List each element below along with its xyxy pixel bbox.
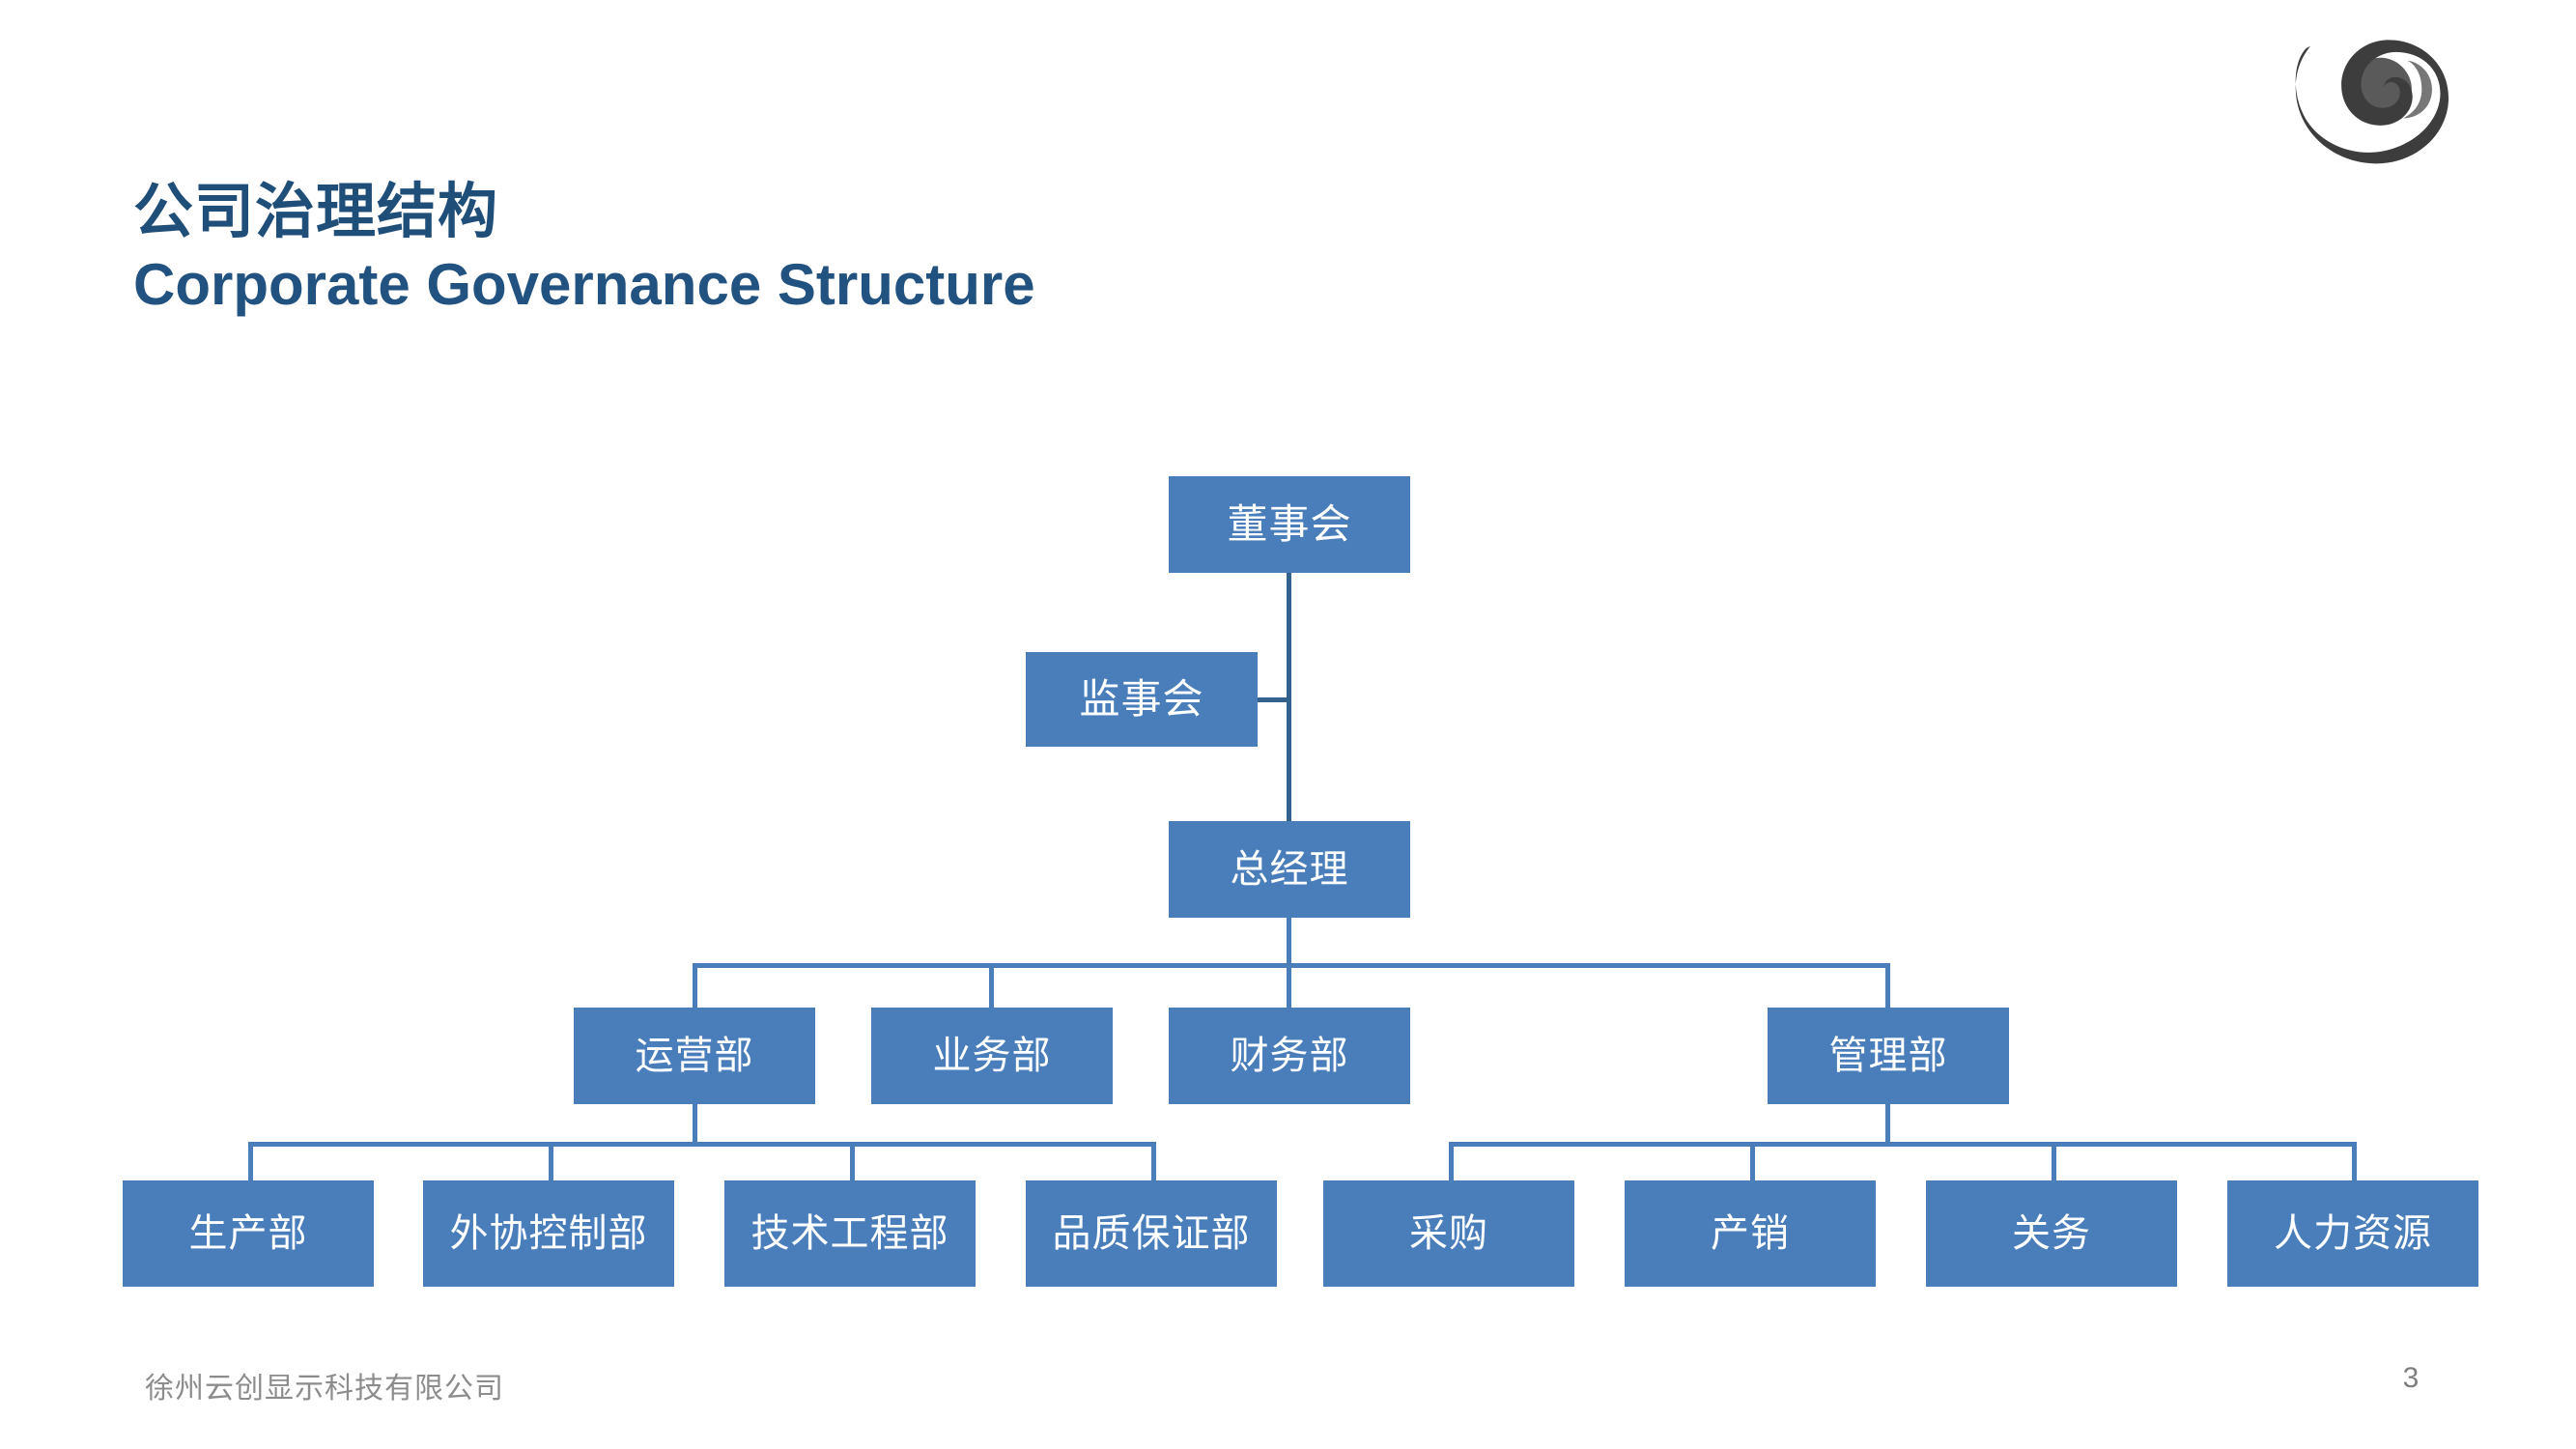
page-title-cn: 公司治理结构	[133, 179, 499, 245]
page-title: 公司治理结构 Corporate Governance Structure	[133, 179, 1775, 318]
connector-operations-bus	[248, 1142, 1156, 1147]
connector-drop-customs	[2052, 1142, 2056, 1182]
connector-management-bus	[1449, 1142, 2357, 1147]
connector-supervisors-stub	[1258, 697, 1288, 702]
org-node-outsourcing[interactable]: 外协控制部	[423, 1180, 674, 1287]
connector-drop-procurement	[1449, 1142, 1454, 1182]
page-number: 3	[2402, 1362, 2420, 1394]
org-node-finance[interactable]: 财务部	[1169, 1008, 1410, 1104]
page-title-en: Corporate Governance Structure	[133, 252, 1035, 318]
connector-drop-finance	[1287, 963, 1291, 1009]
org-node-gm[interactable]: 总经理	[1169, 821, 1410, 918]
org-node-engineering[interactable]: 技术工程部	[724, 1180, 976, 1287]
footer-company-name: 徐州云创显示科技有限公司	[145, 1373, 504, 1405]
org-node-board[interactable]: 董事会	[1169, 476, 1410, 573]
org-node-production[interactable]: 生产部	[123, 1180, 374, 1287]
org-node-procurement[interactable]: 采购	[1323, 1180, 1574, 1287]
connector-board-to-gm	[1287, 573, 1291, 821]
org-node-supervisors[interactable]: 监事会	[1026, 652, 1258, 747]
connector-drop-outsourcing	[549, 1142, 553, 1182]
company-swirl-logo	[2275, 19, 2482, 174]
connector-operations-drop	[693, 1104, 697, 1145]
connector-department-bus	[693, 963, 1890, 968]
connector-drop-quality	[1151, 1142, 1156, 1182]
connector-management-drop	[1885, 1104, 1890, 1145]
connector-drop-business	[989, 963, 994, 1009]
org-node-quality[interactable]: 品质保证部	[1026, 1180, 1277, 1287]
org-node-operations[interactable]: 运营部	[574, 1008, 815, 1104]
connector-drop-management	[1885, 963, 1890, 1009]
org-node-hr[interactable]: 人力资源	[2227, 1180, 2478, 1287]
org-node-customs[interactable]: 关务	[1926, 1180, 2177, 1287]
connector-drop-production	[248, 1142, 253, 1182]
connector-drop-engineering	[850, 1142, 855, 1182]
connector-drop-hr	[2352, 1142, 2357, 1182]
org-node-sales[interactable]: 产销	[1625, 1180, 1876, 1287]
org-node-business[interactable]: 业务部	[871, 1008, 1113, 1104]
connector-drop-sales	[1750, 1142, 1755, 1182]
connector-drop-operations	[693, 963, 697, 1009]
connector-gm-drop	[1287, 918, 1291, 966]
org-node-management[interactable]: 管理部	[1768, 1008, 2009, 1104]
